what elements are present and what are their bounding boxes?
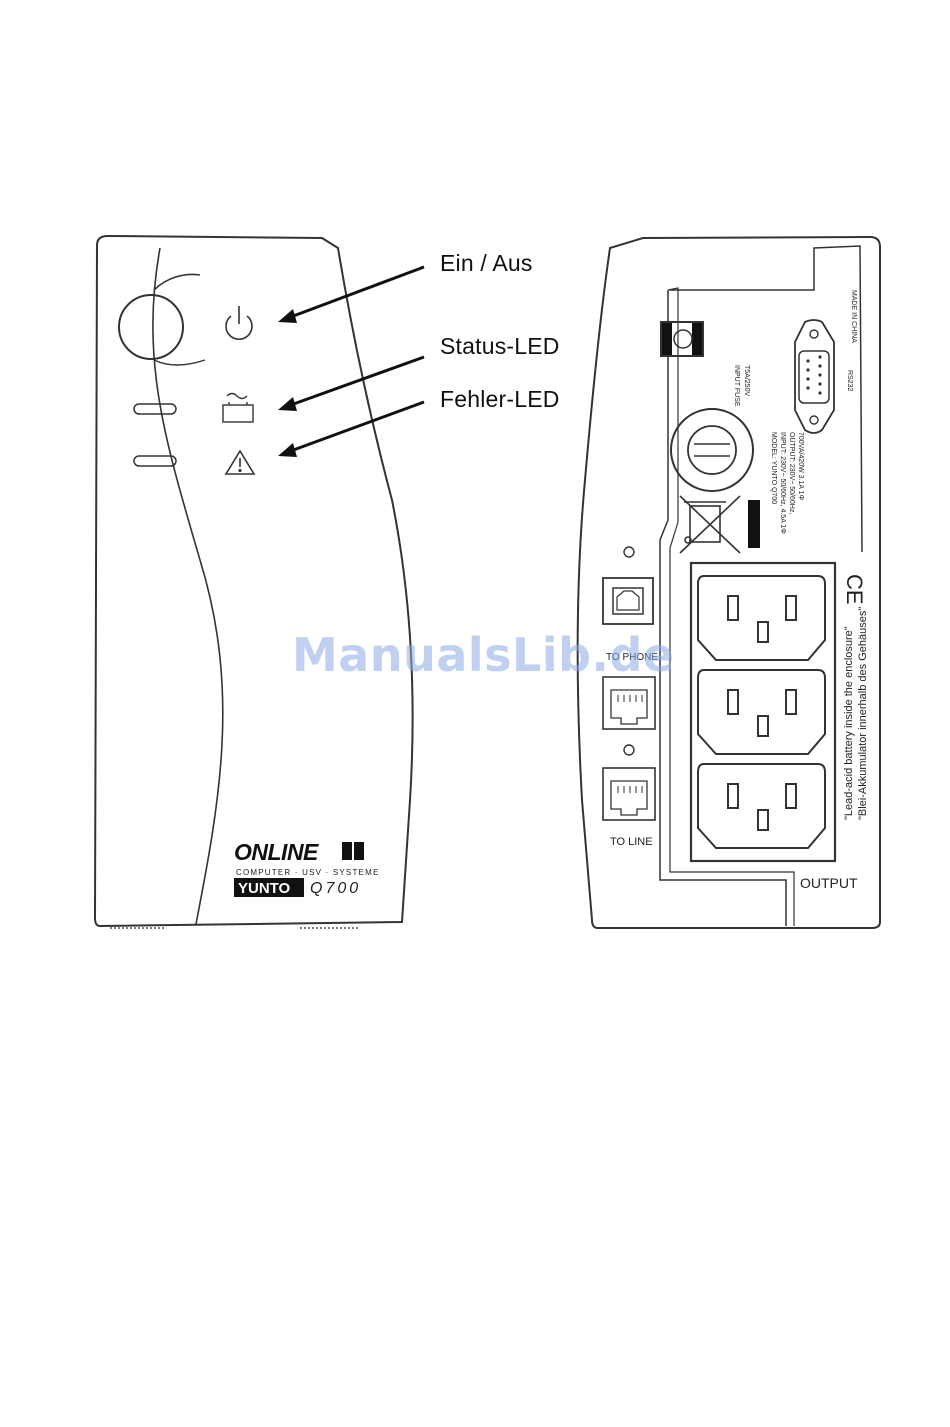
rear-labels: MADE IN CHINA INPUT FUSE T5A/250V RS232 … bbox=[606, 290, 869, 891]
spec-model: MODEL: YUNTO Q700 bbox=[770, 432, 777, 504]
callout-error-led: Fehler-LED bbox=[440, 386, 560, 412]
rear-unit bbox=[576, 235, 881, 929]
output-label: OUTPUT bbox=[800, 875, 858, 891]
circuit-breaker[interactable] bbox=[670, 408, 754, 492]
front-branding: ONLINE COMPUTER · USV · SYSTEME YUNTO Q7… bbox=[234, 839, 379, 897]
power-icon bbox=[225, 306, 253, 341]
battery-note-de: "Blei-Akkumulator innerhalb des Gehäuses… bbox=[857, 607, 869, 820]
to-line-label: TO LINE bbox=[610, 836, 653, 848]
brand-logo: ONLINE bbox=[234, 839, 319, 865]
status-led bbox=[133, 403, 177, 415]
callout-arrows bbox=[287, 265, 425, 454]
line-port[interactable] bbox=[602, 767, 656, 821]
made-in-label: MADE IN CHINA bbox=[850, 290, 857, 343]
model-number: Q700 bbox=[310, 880, 361, 897]
front-unit bbox=[93, 234, 414, 929]
output-socket-3[interactable] bbox=[697, 763, 826, 849]
callout-power: Ein / Aus bbox=[440, 250, 533, 276]
input-fuse-label: INPUT FUSE bbox=[733, 365, 740, 407]
to-phone-label: TO PHONE bbox=[606, 652, 658, 663]
spec-power: 700VA/420W 3.1A 1Φ bbox=[797, 432, 804, 501]
watermark: ManualsLib.de bbox=[292, 628, 675, 682]
error-led bbox=[133, 455, 177, 467]
output-socket-2[interactable] bbox=[697, 669, 826, 755]
phone-port[interactable] bbox=[602, 676, 656, 730]
rs232-port[interactable] bbox=[794, 319, 835, 434]
brand-tagline: COMPUTER · USV · SYSTEME bbox=[236, 868, 379, 877]
power-button[interactable] bbox=[118, 294, 184, 360]
battery-note-en: "Lead-acid battery inside the enclosure" bbox=[843, 626, 855, 820]
warning-icon bbox=[224, 449, 256, 475]
usb-port[interactable] bbox=[602, 577, 654, 625]
spec-output: OUTPUT: 230V~ 50/60Hz, bbox=[788, 432, 795, 514]
weee-bin-icon bbox=[679, 495, 741, 554]
rs232-label: RS232 bbox=[846, 370, 853, 392]
output-socket-1[interactable] bbox=[697, 575, 826, 661]
fuse-rating-label: T5A/250V bbox=[743, 365, 750, 396]
spec-input: INPUT: 230V~ 50/60Hz, 4.5A 1Φ bbox=[779, 432, 786, 534]
callout-status-led: Status-LED bbox=[440, 333, 560, 359]
model-badge: YUNTO bbox=[238, 880, 291, 897]
ce-mark: CE bbox=[842, 574, 867, 605]
battery-icon bbox=[222, 392, 254, 423]
